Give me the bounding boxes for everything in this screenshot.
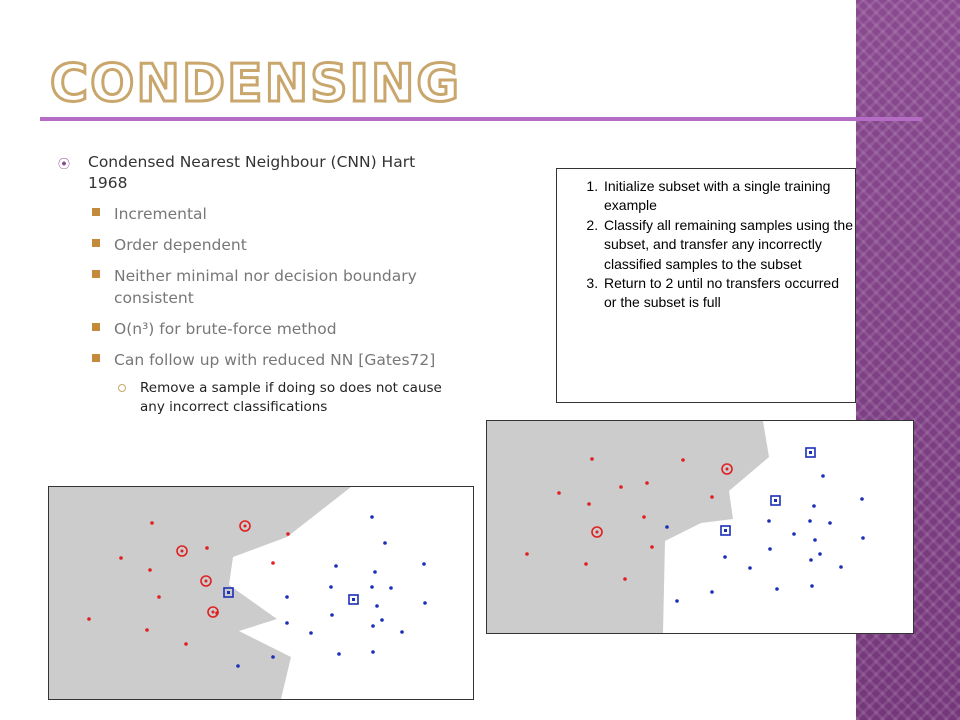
- algorithm-step: Return to 2 until no transfers occurred …: [602, 274, 855, 313]
- bullet-sub: Incremental: [56, 203, 456, 225]
- square-bullet-icon: [92, 354, 100, 362]
- bullet-list: ⦿ Condensed Nearest Neighbour (CNN) Hart…: [56, 152, 456, 417]
- bullet-sub: O(n³) for brute-force method: [56, 318, 456, 340]
- red-region: [49, 487, 351, 699]
- square-bullet-icon: [92, 323, 100, 331]
- blue-points: [236, 515, 427, 668]
- bullet-sub-text: Neither minimal nor decision boundary co…: [114, 267, 417, 307]
- red-prototypes: [176, 520, 251, 618]
- bullet-subsub-text: Remove a sample if doing so does not cau…: [140, 380, 442, 415]
- square-bullet-icon: [92, 239, 100, 247]
- red-prototype-centers: [180, 524, 247, 614]
- blue-points: [665, 474, 865, 603]
- algorithm-step: Classify all remaining samples using the…: [602, 216, 855, 274]
- red-region: [487, 421, 769, 633]
- bullet-sub-text: O(n³) for brute-force method: [114, 320, 337, 338]
- title-divider: [40, 117, 922, 121]
- circle-bullet-icon: ⦿: [58, 157, 71, 171]
- bullet-sub: Can follow up with reduced NN [Gates72]: [56, 349, 456, 371]
- bullet-sub-text: Order dependent: [114, 236, 247, 254]
- blue-prototypes: [223, 587, 359, 605]
- bullet-subsub: Remove a sample if doing so does not cau…: [56, 379, 456, 417]
- slide-title: Condensing: [48, 54, 462, 114]
- scatter-plot-full: [48, 486, 474, 700]
- square-bullet-icon: [92, 208, 100, 216]
- red-points: [525, 457, 714, 581]
- red-prototypes: [591, 463, 733, 538]
- scatter-plot-condensed: [486, 420, 914, 634]
- bullet-sub: Neither minimal nor decision boundary co…: [56, 265, 456, 309]
- bullet-sub-text: Incremental: [114, 205, 207, 223]
- square-bullet-icon: [92, 270, 100, 278]
- blue-prototypes: [720, 447, 816, 536]
- algorithm-step: Initialize subset with a single training…: [602, 177, 855, 216]
- ring-bullet-icon: [118, 384, 126, 392]
- bullet-sub: Order dependent: [56, 234, 456, 256]
- algorithm-box: Initialize subset with a single training…: [556, 168, 856, 403]
- bullet-main-text: Condensed Nearest Neighbour (CNN) Hart 1…: [88, 153, 416, 192]
- algorithm-steps: Initialize subset with a single training…: [557, 177, 855, 313]
- bullet-sub-text: Can follow up with reduced NN [Gates72]: [114, 351, 436, 369]
- red-points: [87, 521, 290, 646]
- bullet-main: ⦿ Condensed Nearest Neighbour (CNN) Hart…: [56, 152, 456, 194]
